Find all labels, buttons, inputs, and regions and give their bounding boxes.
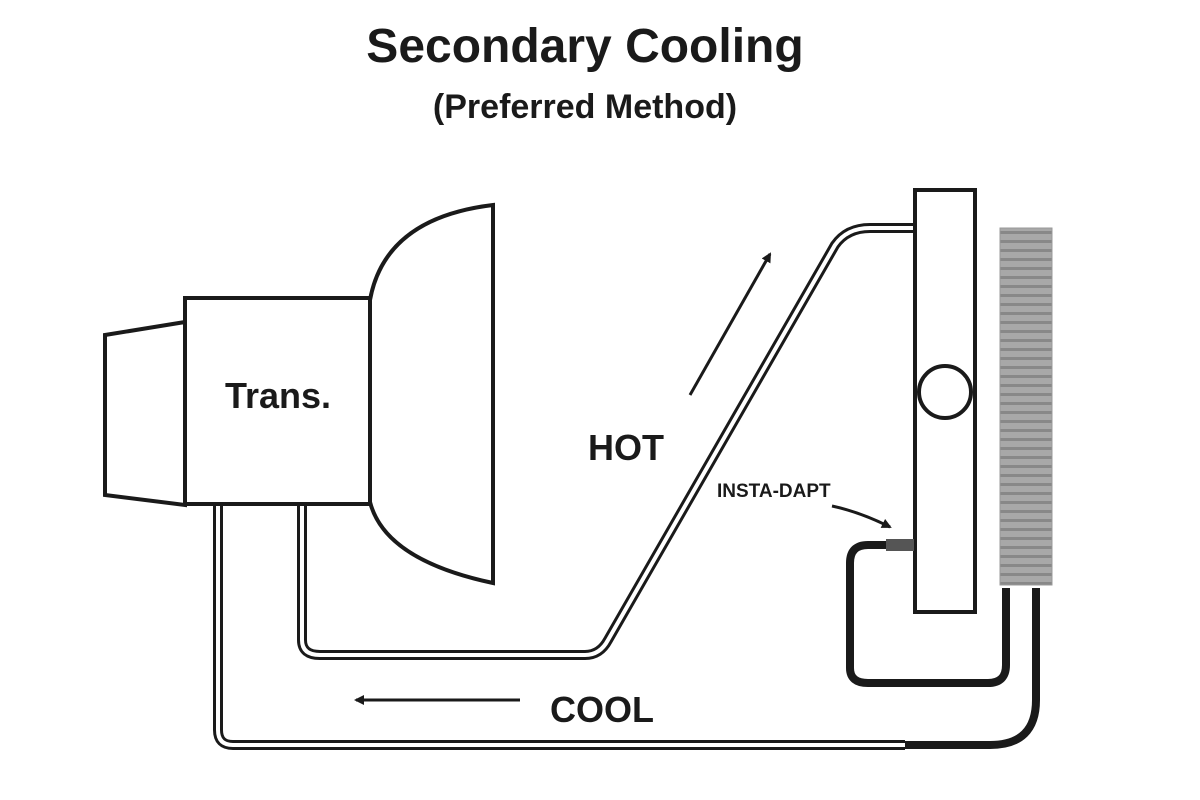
auxiliary-cooler: [999, 227, 1053, 586]
diagram-subtitle: (Preferred Method): [433, 88, 737, 126]
hot-supply-line: [297, 223, 915, 660]
cool-return-line: [213, 505, 905, 750]
radiator-fitting: [917, 364, 973, 420]
radiator: [913, 188, 977, 614]
insta-dapt-fitting: [886, 539, 914, 551]
cool-label: COOL: [550, 689, 654, 730]
transmission-label: Trans.: [225, 375, 331, 416]
hot-flow-arrow: [688, 252, 772, 396]
bell-housing: [368, 202, 495, 586]
transmission: Trans.: [103, 202, 495, 586]
insta-dapt-arrow: [831, 504, 892, 529]
hot-label: HOT: [588, 427, 664, 468]
cooler-hoses: [846, 541, 1040, 749]
insta-dapt-label: INSTA-DAPT: [717, 481, 831, 502]
tailshaft-housing: [103, 319, 187, 508]
diagram-title: Secondary Cooling: [366, 20, 803, 73]
